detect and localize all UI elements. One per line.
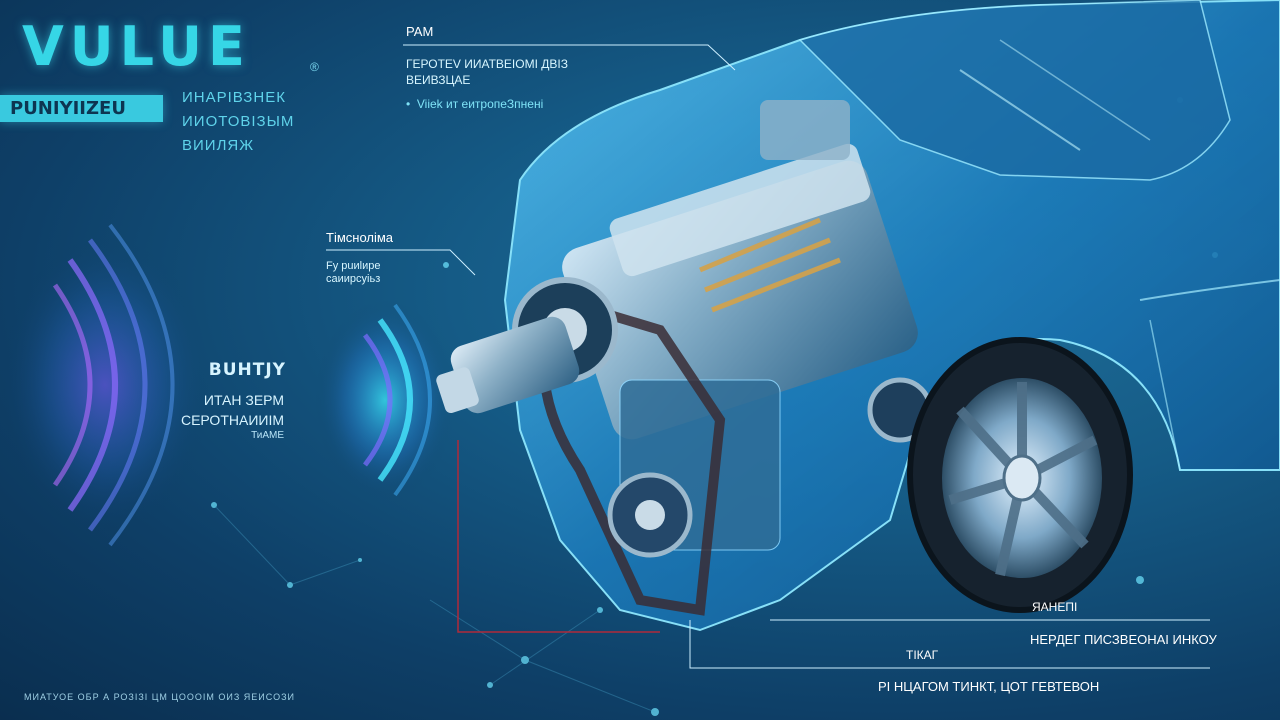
middle-sound-wave <box>315 300 455 500</box>
footer-text: МИАТУОЕ ОБР А РОЗІЗІ ЦМ ЦОООІМ ОИЗ ЯЕИСО… <box>24 692 295 702</box>
callout-left-body: ИТАН ЗЕРМ СЕРОТНАИИІМ ТиАМЕ <box>158 390 284 442</box>
callout-left-line2: СЕРОТНАИИІМ <box>180 412 284 428</box>
brand-tagline-line: ВИИЛЯЖ <box>182 137 255 154</box>
callout-middle-sub2: саиирсуіьз <box>326 273 381 285</box>
brand-tagline-line: ИНАРІВЗНЕК <box>182 89 286 106</box>
callout-middle: Тімсноліма <box>326 230 393 245</box>
callout-bottom-body: РІ НЦАГОМ ТИНКТ, ЦОТ ГЕВТЕВОН <box>878 679 1099 695</box>
callout-middle-body: Fy рuиlире саиирсуіьз <box>326 260 380 286</box>
callout-bottom-right-title: ЯАНЕПІ <box>1032 600 1078 614</box>
callout-middle-sub1: Fy рuиlире <box>326 260 381 272</box>
callout-left-line1: ИТАН ЗЕРМ <box>203 392 284 408</box>
callout-left-title: BUHTJY <box>208 360 286 380</box>
brand-badge: PUNIYIIZEU <box>0 95 163 122</box>
registered-mark: ® <box>310 60 319 74</box>
brand-tagline: ИНАРІВЗНЕК ИИОТОВІЗЫМ ВИИЛЯЖ <box>182 86 402 158</box>
alternator-shaft <box>436 316 580 414</box>
callout-bottom-right-sub: НЕРДЕГ ПИСЗВЕОНАІ ИНКОУ <box>1030 632 1217 647</box>
callout-top-bullet-text: Viiek ит еитропеЗпнені <box>416 97 544 111</box>
callout-top-bullet: • Viiek ит еитропеЗпнені <box>406 96 568 112</box>
callout-bottom-right: ЯАНЕПІ <box>1032 600 1077 614</box>
callout-top: РАМ <box>406 24 433 39</box>
network-lines <box>213 504 656 713</box>
callout-top-title: РАМ <box>406 24 434 39</box>
front-wheel <box>907 337 1133 613</box>
brand-tagline-line: ИИОТОВІЗЫМ <box>182 113 295 130</box>
callout-top-sub2: ВЕИВЗЦАЕ <box>406 73 471 87</box>
callout-bottom: ТІКАГ <box>906 648 938 662</box>
callout-bottom-sub: РІ НЦАГОМ ТИНКТ, ЦОТ ГЕВТЕВОН <box>878 679 1100 694</box>
callout-middle-title: Тімсноліма <box>326 230 394 245</box>
callout-bottom-title: ТІКАГ <box>906 648 939 662</box>
callout-top-sub1: ГЕРОТЕV ИИАТВЕІОМІ ДВІЗ <box>406 57 568 71</box>
brand-logo: VULUE <box>22 15 251 78</box>
bullet-icon: • <box>406 97 417 111</box>
leader-lines <box>326 44 1210 669</box>
left-sound-wave <box>0 223 210 547</box>
callout-top-body: ГЕРОТЕV ИИАТВЕІОМІ ДВІЗ ВЕИВЗЦАЕ • Viiek… <box>406 56 568 112</box>
callout-left-line3: ТиАМЕ <box>251 430 284 441</box>
callout-bottom-right-body: НЕРДЕГ ПИСЗВЕОНАІ ИНКОУ <box>1030 632 1217 648</box>
